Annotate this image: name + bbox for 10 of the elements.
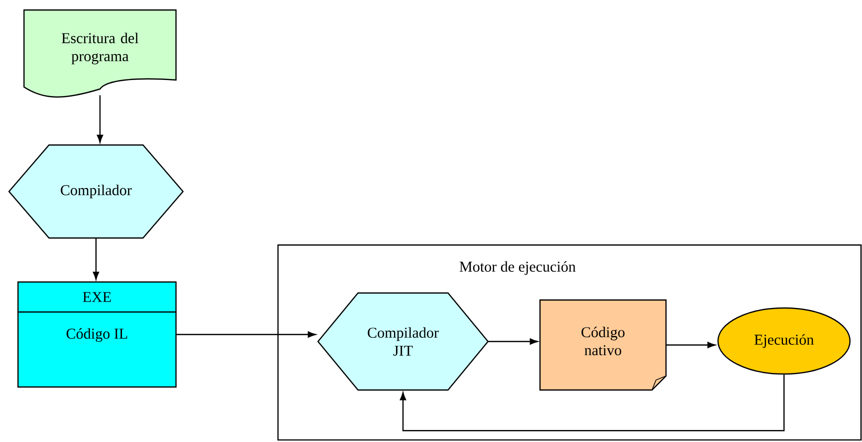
arrow [176, 331, 316, 338]
note-box: Código nativo [539, 299, 667, 391]
arrow [666, 342, 716, 348]
header-box: EXE Código IL [17, 281, 177, 388]
process-hexagon: Compilador JIT [317, 292, 489, 391]
process-hexagon: Compilador [8, 144, 184, 239]
arrow [400, 374, 785, 432]
arrow [96, 95, 104, 143]
arrow [488, 338, 538, 345]
arrow [92, 238, 100, 280]
